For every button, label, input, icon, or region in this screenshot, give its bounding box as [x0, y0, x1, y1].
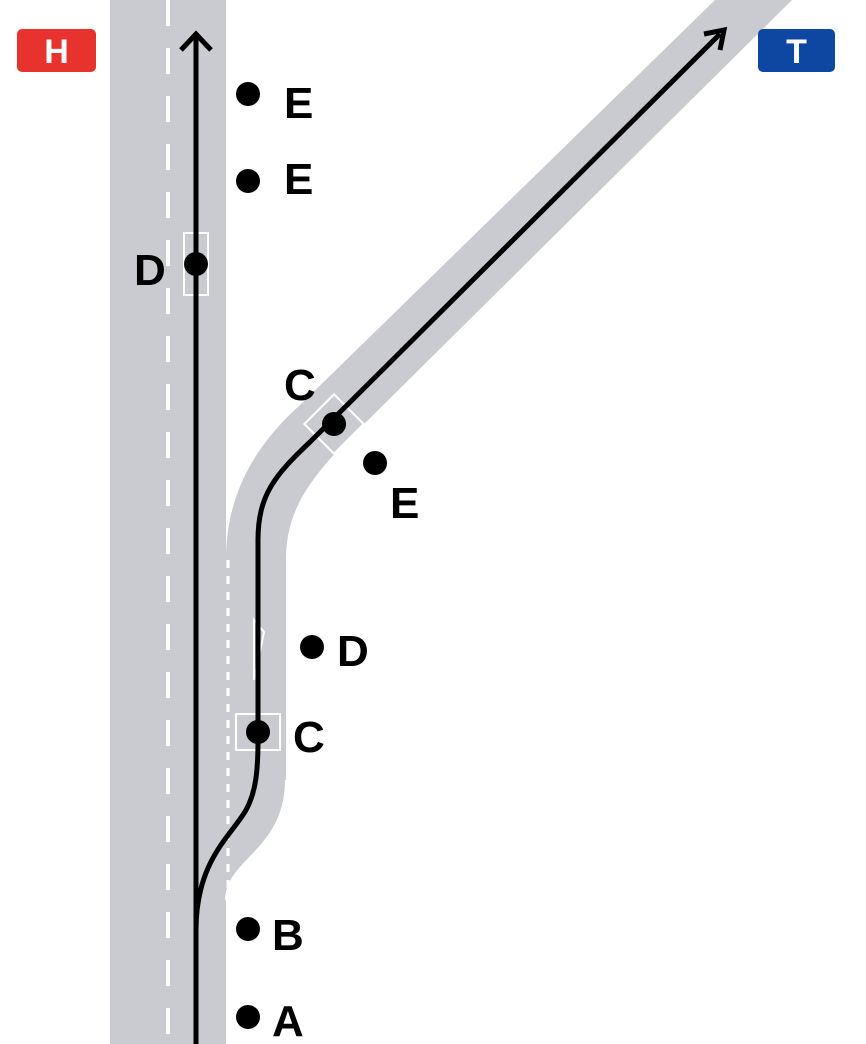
marker-dot-e2 [236, 169, 260, 193]
ramp-sign-marking [302, 392, 366, 456]
badge-right-background [758, 29, 835, 72]
marker-dot-c-lane [246, 720, 270, 744]
straight-route-arrowhead [179, 30, 213, 52]
exit-route-arrowhead [703, 26, 728, 51]
badge-right-text: T [786, 33, 807, 71]
marker-label-a: A [272, 997, 304, 1044]
marker-label-e1: E [284, 79, 313, 128]
badge-left: H [17, 29, 96, 72]
marker-label-d-main: D [134, 246, 166, 295]
marker-label-e-ramp: E [390, 479, 419, 528]
marker-label-e2: E [284, 155, 313, 204]
marker-label-b: B [272, 911, 304, 960]
badge-right: T [758, 29, 835, 72]
badge-left-background [17, 29, 96, 72]
exit-route [193, 32, 722, 931]
marker-dot-b [236, 917, 260, 941]
badge-left-text: H [44, 33, 69, 71]
marker-dot-c-ramp [322, 412, 346, 436]
marker-dot-e-ramp [363, 451, 387, 475]
marker-label-d-lane: D [337, 627, 369, 676]
marker-dot-a [236, 1005, 260, 1029]
marker-label-c-ramp: C [284, 361, 316, 410]
marker-dot-d-lane [300, 635, 324, 659]
marker-dot-d-main [184, 252, 208, 276]
exit-ramp-road [226, 0, 792, 1044]
marker-label-c-lane: C [293, 713, 325, 762]
marker-dot-e1 [236, 82, 260, 106]
